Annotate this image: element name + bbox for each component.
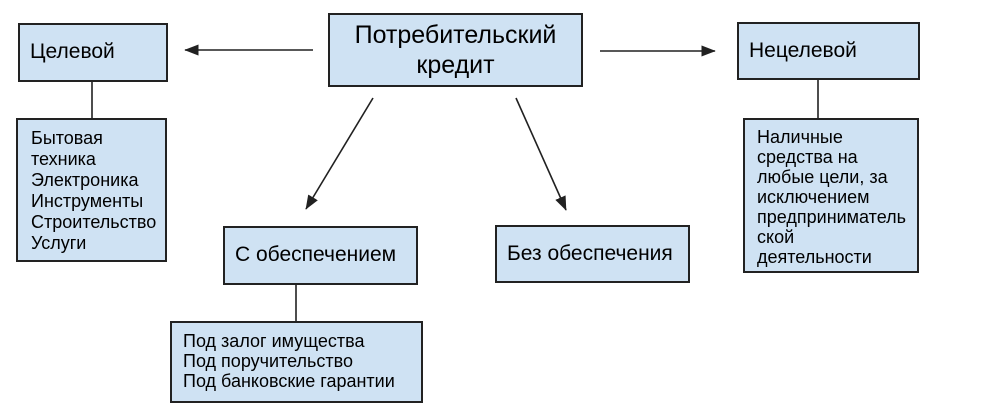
targeted-item: Строительство: [31, 212, 157, 232]
arrow-root-to-unsecured: [515, 97, 567, 211]
node-consumer-credit-label: Потребительский кредит: [354, 21, 557, 79]
node-unsecured-label: Без обеспечения: [507, 241, 673, 265]
targeted-item: Электроника: [31, 170, 139, 190]
targeted-item: Услуги: [31, 233, 87, 253]
node-targeted-label: Целевой: [30, 40, 115, 64]
secured-item: Под банковские гарантии: [183, 371, 395, 391]
non-targeted-description: Наличные средства на любые цели, за искл…: [757, 127, 907, 267]
node-targeted: Целевой: [18, 23, 168, 82]
arrow-root-to-secured: [305, 97, 374, 210]
targeted-item: Инструменты: [31, 191, 144, 211]
node-secured-label: С обеспечением: [235, 243, 397, 267]
secured-item: Под залог имущества: [183, 331, 365, 351]
non-targeted-description-box: Наличные средства на любые цели, за искл…: [743, 118, 919, 273]
node-non-targeted: Нецелевой: [737, 22, 920, 80]
secured-items-box: Под залог имущества Под поручительство П…: [170, 321, 423, 403]
secured-item: Под поручительство: [183, 351, 354, 371]
node-consumer-credit: Потребительский кредит: [328, 13, 583, 87]
targeted-items-box: Бытовая техника Электроника Инструменты …: [16, 118, 167, 262]
node-non-targeted-label: Нецелевой: [749, 38, 857, 62]
targeted-item: Бытовая техника: [31, 128, 103, 169]
node-secured: С обеспечением: [223, 226, 418, 285]
node-unsecured: Без обеспечения: [495, 225, 690, 283]
